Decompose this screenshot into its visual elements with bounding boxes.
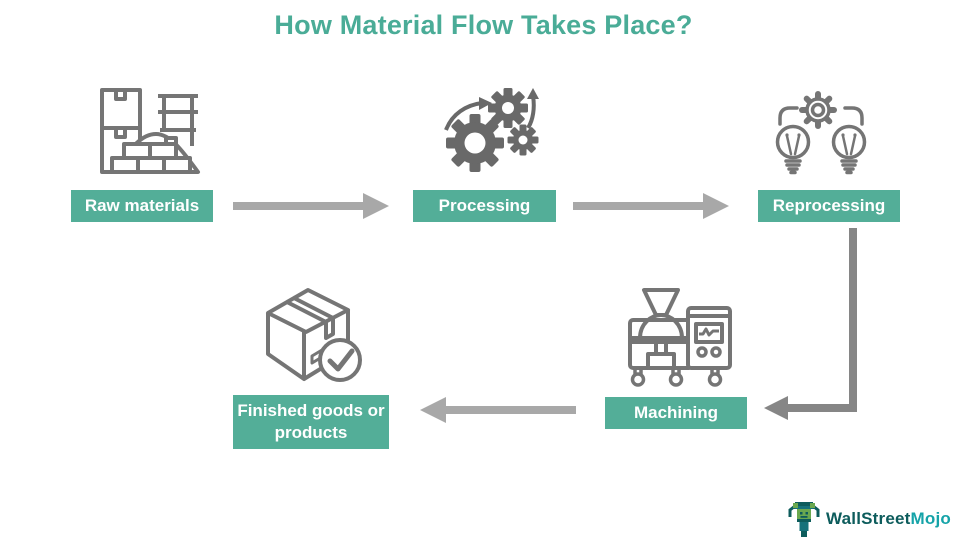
label-processing: Processing xyxy=(413,190,556,222)
arrow-reprocessing-to-machining xyxy=(764,228,857,420)
arrow-raw-to-processing xyxy=(233,193,389,219)
label-finished-goods: Finished goods or products xyxy=(233,395,389,449)
finished-goods-text: Finished goods or products xyxy=(237,400,385,442)
raw-materials-text: Raw materials xyxy=(84,195,200,215)
raw-materials-boxes-bricks-icon xyxy=(94,84,206,181)
wallstreetmojo-mascot-icon xyxy=(788,502,820,537)
wallstreetmojo-wordmark: WallStreetMojo xyxy=(826,509,951,529)
page-title: How Material Flow Takes Place? xyxy=(274,10,693,40)
machining-text: Machining xyxy=(633,402,719,422)
industrial-machine-icon xyxy=(614,284,738,393)
wallstreetmojo-logo: WallStreetMojo xyxy=(787,500,951,538)
gears-icon xyxy=(442,86,548,181)
package-checkmark-icon xyxy=(256,284,378,393)
label-raw-materials: Raw materials xyxy=(71,190,213,222)
logo-text-wallstreet: WallStreet xyxy=(826,509,911,528)
lightbulbs-gear-icon xyxy=(766,86,876,183)
reprocessing-text: Reprocessing xyxy=(772,195,886,215)
label-reprocessing: Reprocessing xyxy=(758,190,900,222)
arrow-machining-to-finished xyxy=(420,397,576,423)
logo-text-mojo: Mojo xyxy=(910,509,951,528)
arrow-processing-to-reprocessing xyxy=(573,193,729,219)
processing-text: Processing xyxy=(438,195,531,215)
label-machining: Machining xyxy=(605,397,747,429)
